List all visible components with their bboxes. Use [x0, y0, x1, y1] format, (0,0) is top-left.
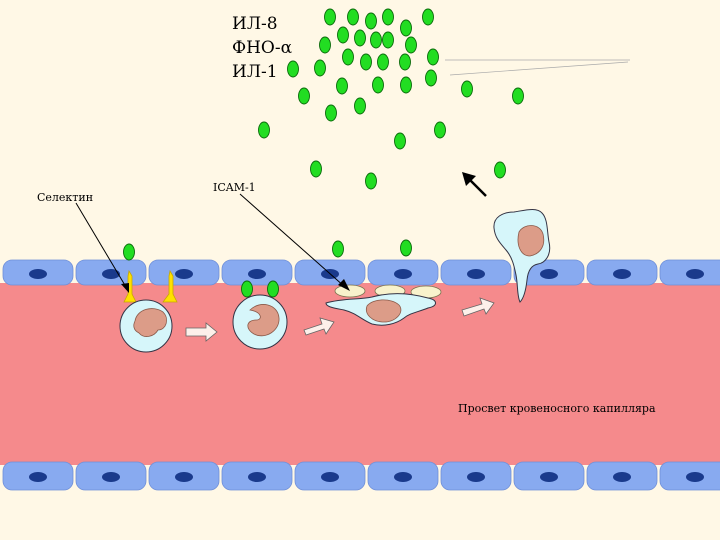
cytokine-particle — [319, 36, 331, 54]
endothelial-nucleus — [686, 269, 704, 279]
cytokine-particle — [512, 87, 524, 105]
cytokine-particle — [354, 29, 366, 47]
leukocyte-nucleus — [133, 308, 168, 337]
leukocyte-nucleus — [247, 304, 280, 337]
cytokine-particle — [342, 48, 354, 66]
cytokine-particle — [382, 31, 394, 49]
cytokine-particle — [365, 12, 377, 30]
guide-line — [449, 61, 629, 76]
cytokine-particle — [298, 87, 310, 105]
cytokine-particle — [400, 19, 412, 37]
leukocyte-nucleus — [365, 299, 402, 323]
arrow-icon — [462, 172, 476, 186]
cytokine-particle — [241, 280, 253, 298]
cytokine-particle — [405, 36, 417, 54]
cytokine-particle — [422, 8, 434, 26]
cytokine-particle — [494, 161, 506, 179]
lumen-label: Просвет кровеносного капилляра — [458, 402, 656, 415]
endothelial-nucleus — [321, 472, 339, 482]
cytokine-particle — [394, 132, 406, 150]
icam-pointer — [239, 193, 350, 291]
leukocyte-rolling — [119, 299, 173, 353]
leukocyte-flattened — [325, 284, 442, 326]
endothelium-top — [2, 259, 720, 286]
cytokine-particle — [347, 8, 359, 26]
selectin-label: Селектин — [37, 191, 94, 204]
endothelial-nucleus — [248, 472, 266, 482]
cytokine-particle — [425, 69, 437, 87]
selectin-pointer — [75, 202, 129, 293]
cytokine-particle — [354, 97, 366, 115]
cytokine-label-tnf: ФНО-α — [232, 38, 293, 58]
selectin-icon — [162, 269, 178, 303]
cytokine-particle — [370, 31, 382, 49]
cytokine-particle — [399, 53, 411, 71]
endothelial-nucleus — [686, 472, 704, 482]
cytokine-particle — [314, 59, 326, 77]
cytokine-particle — [360, 53, 372, 71]
cytokine-particle — [267, 280, 279, 298]
cytokine-particle — [382, 8, 394, 26]
endothelial-nucleus — [540, 269, 558, 279]
endothelial-nucleus — [175, 472, 193, 482]
endothelial-nucleus — [613, 472, 631, 482]
cytokine-particle — [365, 172, 377, 190]
cytokine-label-il1: ИЛ-1 — [232, 62, 278, 82]
cytokine-particle — [325, 104, 337, 122]
endothelial-nucleus — [540, 472, 558, 482]
cytokine-label-il8: ИЛ-8 — [232, 14, 278, 34]
migration-arrow — [462, 172, 487, 197]
endothelial-nucleus — [102, 472, 120, 482]
arrow-icon — [461, 297, 495, 317]
cytokine-particle — [377, 53, 389, 71]
leukocyte-adhesion — [232, 294, 288, 350]
arrow-icon — [303, 317, 335, 336]
cytokine-particle — [372, 76, 384, 94]
endothelial-nucleus — [394, 269, 412, 279]
endothelial-nucleus — [29, 472, 47, 482]
cytokine-particle — [123, 243, 135, 261]
endothelium-bottom — [2, 461, 720, 491]
endothelial-nucleus — [102, 269, 120, 279]
endothelial-nucleus — [394, 472, 412, 482]
cytokine-particle — [434, 121, 446, 139]
endothelial-nucleus — [467, 472, 485, 482]
cytokine-particle — [332, 240, 344, 258]
cytokine-particle — [337, 26, 349, 44]
cytokine-particle — [400, 239, 412, 257]
cytokine-particle — [287, 60, 299, 78]
cytokine-particle — [310, 160, 322, 178]
cytokine-particle — [324, 8, 336, 26]
endothelial-nucleus — [248, 269, 266, 279]
cytokine-particle — [336, 77, 348, 95]
leukocyte-nucleus — [517, 225, 545, 257]
cytokine-particles — [123, 8, 524, 298]
leukocyte-transmigrating — [493, 209, 551, 303]
endothelial-nucleus — [613, 269, 631, 279]
endothelial-nucleus — [175, 269, 193, 279]
cytokine-particle — [427, 48, 439, 66]
endothelial-nucleus — [29, 269, 47, 279]
cytokine-particle — [400, 76, 412, 94]
cytokine-particle — [461, 80, 473, 98]
cytokine-particle — [258, 121, 270, 139]
arrow-icon — [185, 322, 218, 342]
endothelial-nucleus — [467, 269, 485, 279]
icam-label: ICAM-1 — [213, 181, 256, 194]
